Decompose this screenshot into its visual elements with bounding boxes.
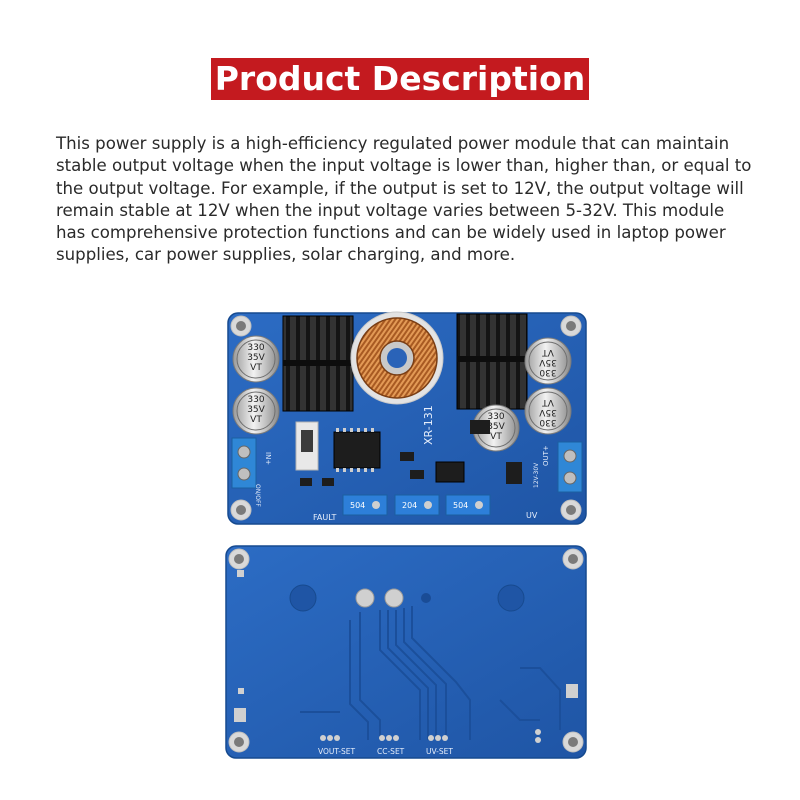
uv-label: UV xyxy=(526,511,538,520)
page-title: Product Description xyxy=(210,58,590,100)
pot-label: 204 xyxy=(402,501,417,510)
onoff-switch xyxy=(295,421,319,471)
potentiometer-3: 504 xyxy=(445,494,491,516)
cap-label: 35V xyxy=(538,407,556,417)
cap-label: 330 xyxy=(247,343,264,353)
capacitor-5: 330 35V VT xyxy=(524,387,572,435)
fault-label: FAULT xyxy=(313,513,337,522)
title-wrapper: Product Description xyxy=(0,58,800,100)
capacitor-3: 330 35V VT xyxy=(472,404,520,452)
in-label: IN+ xyxy=(264,452,272,465)
front-board: 330 35V VT 330 35V VT 330 35V VT 330 35V… xyxy=(227,311,587,525)
cap-label: 330 xyxy=(247,395,264,405)
cap-label: VT xyxy=(250,363,262,373)
ic-chips xyxy=(300,420,522,486)
toroid-inductor xyxy=(350,311,444,405)
pot-label: 504 xyxy=(350,501,365,510)
out-label: OUT+ xyxy=(542,445,550,466)
cap-label: 35V xyxy=(247,353,265,363)
set-pads xyxy=(320,729,541,743)
back-pcb xyxy=(225,545,587,759)
product-description: This power supply is a high-efficiency r… xyxy=(56,134,752,265)
capacitor-1: 330 35V VT xyxy=(232,335,280,383)
potentiometer-1: 504 xyxy=(342,494,388,516)
cap-label: 35V xyxy=(538,357,556,367)
cc-set-label: CC-SET xyxy=(377,747,405,756)
vout-set-label: VOUT-SET xyxy=(318,747,355,756)
heatsink-right xyxy=(456,313,528,410)
capacitor-4: 330 35V VT xyxy=(524,337,572,385)
cap-label: 330 xyxy=(539,367,556,377)
capacitor-2: 330 35V VT xyxy=(232,387,280,435)
cap-label: 35V xyxy=(247,405,265,415)
cap-label: VT xyxy=(542,397,554,407)
model-label: XR-131 xyxy=(422,405,435,445)
cap-label: VT xyxy=(250,415,262,425)
cap-label: VT xyxy=(490,432,502,442)
uv-set-label: UV-SET xyxy=(426,747,453,756)
cap-label: VT xyxy=(542,347,554,357)
potentiometer-2: 204 xyxy=(394,494,440,516)
back-pads xyxy=(234,570,578,722)
onoff-label: ON/OFF xyxy=(254,484,261,507)
pot-label: 504 xyxy=(453,501,468,510)
output-terminal: OUT+ 12V-30V xyxy=(533,441,583,493)
cap-label: 330 xyxy=(539,417,556,427)
cap-label: 35V xyxy=(487,422,505,432)
heatsink-left xyxy=(282,315,354,412)
back-board: VOUT-SET CC-SET UV-SET xyxy=(225,545,587,759)
range-label: 12V-30V xyxy=(533,462,540,488)
mounting-holes-front xyxy=(230,315,582,521)
input-terminal: IN+ xyxy=(231,437,272,489)
back-traces xyxy=(300,606,561,740)
mounting-holes-back xyxy=(228,548,584,753)
cap-label: 330 xyxy=(487,412,504,422)
